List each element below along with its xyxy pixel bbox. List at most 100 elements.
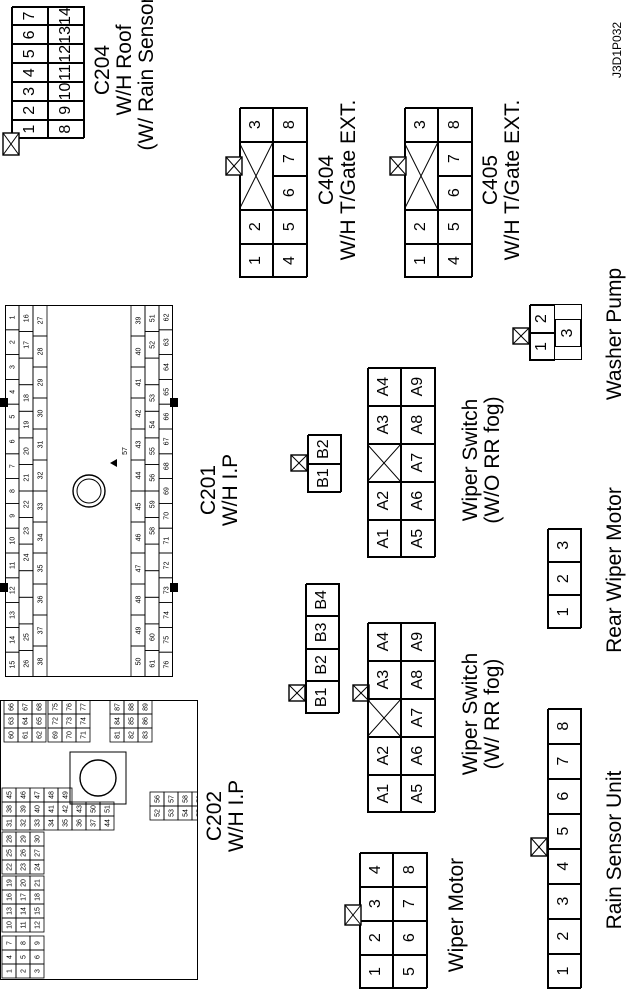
c201-pin-label: 36: [38, 596, 45, 604]
c202-pin-label: 12: [35, 921, 42, 929]
c201-pin-label: 39: [136, 317, 143, 325]
c202-pin-label: 34: [49, 819, 56, 827]
c204-pin: 11: [47, 63, 85, 83]
c202-pin-label: 36: [77, 819, 84, 827]
c202-pin-label: 46: [21, 791, 28, 799]
c202-cavity: [137, 700, 153, 715]
c404-pin: 1: [239, 243, 274, 278]
c202-pin-label: 37: [91, 819, 98, 827]
c201-pin-label: 18: [24, 394, 31, 402]
c202-name: C202: [203, 790, 226, 842]
c202-pin-label: 48: [49, 791, 56, 799]
wiper_switch_w-b-pin: B4: [305, 583, 340, 617]
c204-pin: 7: [11, 6, 48, 26]
c202-cavity: [99, 801, 115, 817]
c202-pin-label: 62: [37, 731, 44, 739]
wiper-motor-label: Wiper Motor: [445, 857, 468, 973]
c202-pin-label: 76: [67, 703, 74, 711]
c201-pin-label: 73: [164, 586, 171, 594]
c202-pin-label: 56: [155, 795, 162, 803]
c202-pin-label: 3: [35, 969, 42, 973]
c201-cavity-map: 1514131211109876543212625242322212019181…: [5, 305, 173, 677]
lock-tab-icon: [512, 327, 530, 345]
c404-desc: W/H T/Gate EXT.: [337, 99, 361, 261]
c202-pin-label: 58: [183, 795, 190, 803]
wiper_switch_w-pin: A4: [367, 622, 402, 661]
c201-pin-label: 58: [150, 527, 157, 535]
wiper_switch_w-b-pin: B1: [305, 681, 340, 714]
c202-pin-label: 33: [35, 819, 42, 827]
wiper_switch_wo-pin: A9: [401, 367, 436, 406]
washer-pump-pin: 2: [529, 304, 556, 333]
c201-pin-label: 17: [24, 341, 31, 349]
c202-pin-label: 18: [35, 893, 42, 901]
c202-pin-label: 60: [9, 731, 16, 739]
c204-pin: 2: [11, 100, 48, 120]
c201-cavity: [144, 596, 160, 625]
c202-pin-label: 67: [23, 703, 30, 711]
figure-code: J3D1P032: [610, 21, 624, 78]
c405-pin: 7: [438, 141, 473, 176]
c201-pin-label: 35: [38, 565, 45, 573]
c202-pin-label: 59: [197, 795, 199, 803]
c201-pin-label: 2: [10, 340, 17, 344]
c204-pin: 4: [11, 63, 48, 83]
c404-pin: 3: [239, 107, 274, 142]
c201-mount-bar: [170, 398, 178, 407]
c201-pin-label: 70: [164, 512, 171, 520]
c201-pin-label: 28: [38, 348, 45, 356]
c202-cavity: [191, 791, 198, 807]
wiper_switch_w-pin: A9: [401, 622, 436, 661]
c201-pin-label: 34: [38, 534, 45, 542]
c202-pin-label: 13: [7, 907, 14, 915]
rain-sensor-pin: 3: [547, 883, 582, 919]
wiper_switch_wo-b-pin: B2: [307, 434, 342, 464]
wiper-switch-wo-label: Wiper Switch (W/O RR fog): [459, 360, 504, 560]
wiper_switch_wo-pin: A3: [367, 405, 402, 444]
c201-pin-label: 45: [136, 503, 143, 511]
c202-pin-label: 53: [169, 809, 176, 817]
c201-pin-label: 71: [164, 537, 171, 545]
wiper_switch_wo-pin: A8: [401, 405, 436, 444]
c201-pin-label: 32: [38, 472, 45, 480]
c202-pin-label: 7: [7, 941, 14, 945]
c201-pin-label: 16: [24, 314, 31, 322]
wiper_switch_wo-pin: A1: [367, 519, 402, 558]
c204-pin: 9: [47, 100, 85, 120]
c201-cavity: [144, 543, 160, 572]
c202-pin-label: 9: [35, 941, 42, 945]
c202-pin-label: 10: [7, 921, 14, 929]
c404-pin: 7: [273, 141, 308, 176]
wiper_switch_w-pin: A1: [367, 774, 402, 813]
rear-wiper-motor-label: Rear Wiper Motor: [603, 487, 626, 653]
wiper-motor-pin: 4: [359, 852, 394, 887]
c201-pin-label: 33: [38, 503, 45, 511]
c201-pin-label: 53: [150, 394, 157, 402]
lock-tab-icon: [530, 837, 548, 857]
c202-desc: W/H I.P: [225, 779, 249, 853]
c202-pin-label: 38: [7, 805, 14, 813]
c202-guide-frame-icon: [69, 751, 127, 805]
c201-pin-label: 67: [164, 437, 171, 445]
c201-pin-label: 8: [10, 489, 17, 493]
c202-pin-label: 52: [155, 809, 162, 817]
c201-pin-label: 38: [38, 658, 45, 666]
c204-pin: 3: [11, 82, 48, 101]
wiper-motor-pin: 6: [393, 920, 428, 955]
c201-pin-label: 22: [24, 500, 31, 508]
c204-name: C204: [91, 44, 114, 96]
lock-tab-icon: [288, 684, 306, 702]
c202-pin-label: 35: [63, 819, 70, 827]
c201-cavity: [18, 357, 34, 386]
wiper_switch_w-pin: A3: [367, 660, 402, 699]
c201-pin-label: 23: [24, 527, 31, 535]
c202-pin-label: 41: [49, 805, 56, 813]
blank-cavity-icon: [404, 141, 439, 210]
c202-pin-label: 40: [35, 805, 42, 813]
c201-pin-label: 61: [150, 660, 157, 668]
wiper-motor-pin: 8: [393, 852, 428, 887]
c202-pin-label: 74: [81, 717, 88, 725]
c202-cavity: [31, 700, 47, 715]
